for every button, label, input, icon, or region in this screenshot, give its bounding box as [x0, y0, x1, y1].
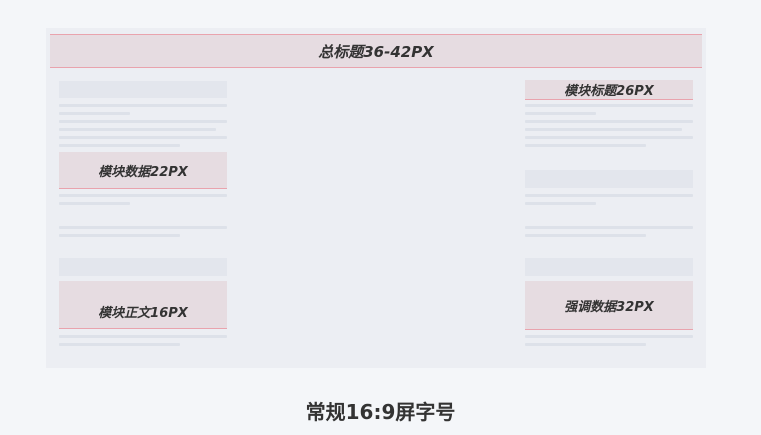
- text-line: [59, 120, 227, 123]
- placeholder-block: [525, 258, 693, 276]
- text-line: [59, 234, 180, 237]
- text-line: [525, 144, 646, 147]
- text-line: [59, 128, 216, 131]
- text-line: [525, 202, 596, 205]
- caption: 常规16:9屏字号: [305, 400, 456, 424]
- text-line: [525, 234, 646, 237]
- emphasis-data-block: 强调数据32PX: [525, 281, 693, 330]
- text-line: [525, 343, 646, 346]
- text-line: [525, 226, 693, 229]
- placeholder-block: [59, 258, 227, 276]
- text-line: [59, 202, 130, 205]
- text-line: [59, 112, 130, 115]
- main-title-bar: 总标题36-42PX: [50, 34, 702, 68]
- text-line: [525, 194, 693, 197]
- text-line: [59, 104, 227, 107]
- text-line: [59, 144, 180, 147]
- text-line: [59, 194, 227, 197]
- text-line: [525, 104, 693, 107]
- text-line: [525, 120, 693, 123]
- text-line: [59, 226, 227, 229]
- placeholder-block: [525, 170, 693, 188]
- text-line: [525, 136, 693, 139]
- module-data-block: 模块数据22PX: [59, 152, 227, 189]
- module-body-block: 模块正文16PX: [59, 281, 227, 329]
- placeholder-block: [59, 81, 227, 98]
- text-line: [525, 112, 596, 115]
- text-line: [525, 335, 693, 338]
- module-title-block: 模块标题26PX: [525, 80, 693, 100]
- text-line: [525, 128, 682, 131]
- text-line: [59, 343, 180, 346]
- text-line: [59, 136, 227, 139]
- text-line: [59, 335, 227, 338]
